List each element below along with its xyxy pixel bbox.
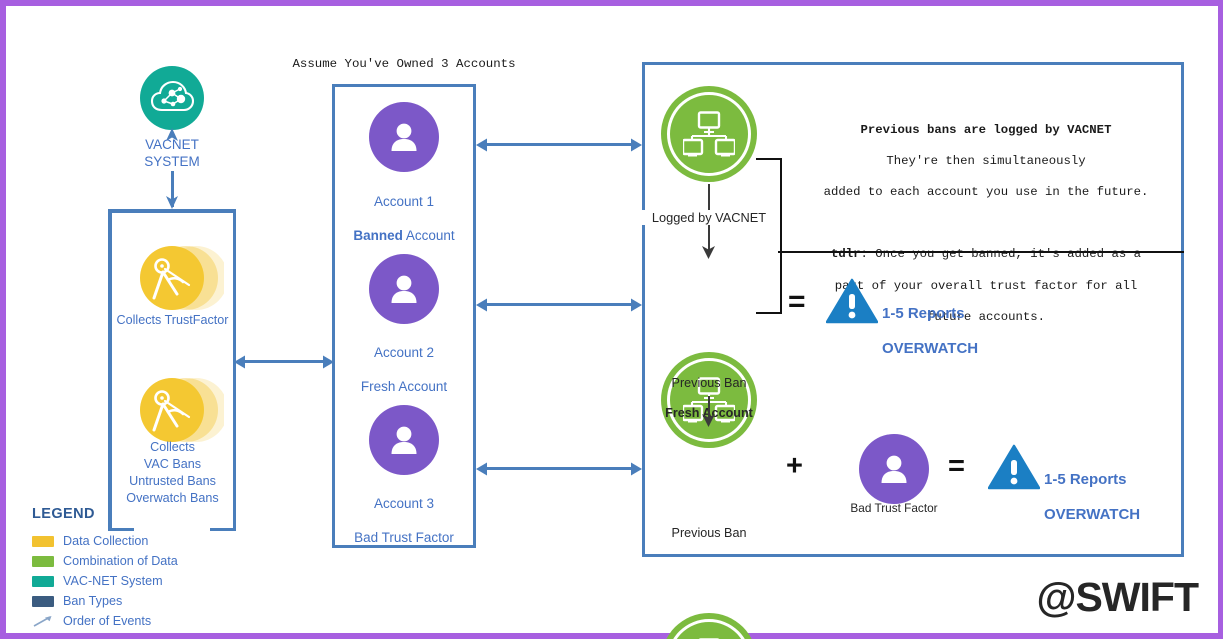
arrow-swatch — [32, 616, 54, 627]
user-avatar-icon — [391, 426, 417, 454]
note-tldr-line1: : Once you get banned, it's added as a — [860, 247, 1141, 262]
arrow-account-1-node — [476, 297, 642, 313]
accounts-panel — [332, 84, 476, 548]
data-collection-icon — [140, 378, 228, 442]
vacnet-node — [140, 66, 204, 130]
flow-arrowhead-0 — [702, 246, 715, 259]
color-swatch — [32, 595, 54, 607]
color-swatch — [32, 555, 54, 567]
user-avatar-icon — [391, 275, 417, 303]
account-2-avatar — [369, 405, 439, 475]
legend-item-0: Data Collection — [32, 531, 178, 551]
vacnet-down-arrowhead — [166, 196, 178, 209]
account-0-label: Account 1 Banned Account — [324, 176, 484, 244]
watermark: @SWIFT — [1036, 574, 1199, 620]
collection-panel — [108, 209, 236, 531]
outcome-1 — [987, 444, 1041, 495]
node-2 — [661, 613, 757, 639]
note-tldr-line2: part of your overall trust factor for al… — [834, 278, 1138, 293]
note-tldr-bold: tdlr — [831, 247, 861, 262]
note-bold-line: Previous bans are logged by VACNET — [860, 122, 1112, 137]
node-0 — [661, 86, 757, 182]
collection-item-1 — [132, 368, 228, 457]
outcome-0-line2: OVERWATCH — [882, 340, 979, 358]
servers-network-icon — [683, 111, 735, 157]
node-2-caption: Previous Ban — [671, 526, 747, 540]
outcome-1-line2: OVERWATCH — [1044, 506, 1141, 524]
node-1-caption: Previous Ban Fresh Account — [636, 361, 782, 421]
account-1-label: Account 2 Fresh Account — [324, 327, 484, 395]
legend-item-4: Order of Events — [32, 611, 178, 631]
cloud-network-icon — [140, 66, 204, 130]
account-0-avatar — [369, 102, 439, 172]
legend-title: LEGEND — [32, 506, 95, 522]
user-avatar-icon — [391, 123, 417, 151]
account-1-line2-rest: Fresh Account — [360, 379, 448, 394]
account-1-line1: Account 2 — [373, 345, 435, 360]
user-avatar-icon — [881, 455, 907, 483]
note-tldr-line3: future accounts. — [926, 309, 1046, 324]
outcome-0-line1: 1-5 Reports — [882, 304, 965, 322]
vacnet-down-line — [171, 171, 174, 207]
legend-item-1-label: Combination of Data — [63, 554, 178, 568]
account-2-line2-rest: Bad Trust Factor — [354, 530, 454, 545]
arrow-account-0-node — [476, 137, 642, 153]
note-line3: added to each account you use in the fut… — [823, 184, 1149, 199]
color-swatch — [32, 575, 54, 587]
outcome-0 — [825, 278, 879, 329]
flow-label: Logged by VACNET — [636, 210, 782, 225]
account-2-label: Account 3 Bad Trust Factor — [324, 478, 484, 546]
account-0-line2-rest: Account — [402, 228, 455, 243]
legend-item-3-label: Ban Types — [63, 594, 123, 608]
vacnet-up-arrowhead — [166, 128, 178, 141]
warning-triangle-icon — [825, 278, 879, 324]
data-collection-icon — [140, 246, 228, 310]
outcome-1-line1: 1-5 Reports — [1044, 470, 1127, 488]
account-1-avatar — [369, 254, 439, 324]
outcome-1-label: 1-5 Reports OVERWATCH — [1044, 453, 1140, 524]
account-0-line2-bold: Banned — [353, 228, 403, 243]
legend-item-4-label: Order of Events — [63, 614, 152, 628]
legend: LEGEND Data Collection Combination of Da… — [32, 506, 178, 631]
accounts-panel-heading: Assume You've Owned 3 Accounts — [292, 57, 516, 71]
node-1-caption-line2: Fresh Account — [665, 406, 753, 420]
collection-item-1-label: Collects VAC Bans Untrusted Bans Overwat… — [126, 440, 219, 505]
warning-triangle-icon — [987, 444, 1041, 490]
right-panel — [642, 62, 1184, 557]
operator-plus: + — [786, 450, 803, 482]
outcome-0-label: 1-5 Reports OVERWATCH — [882, 287, 978, 358]
arrow-collection-accounts — [234, 354, 334, 370]
account-0-line1: Account 1 — [373, 194, 435, 209]
diagram-canvas: VACNET SYSTEM Collect — [6, 6, 1218, 639]
legend-item-0-label: Data Collection — [63, 534, 149, 548]
legend-item-2: VAC-NET System — [32, 571, 178, 591]
flow-line-1 — [708, 396, 710, 424]
collection-item-0-label: Collects TrustFactor — [116, 313, 229, 327]
panel-divider — [778, 251, 1184, 253]
legend-item-1: Combination of Data — [32, 551, 178, 571]
operator-equals-0: = — [788, 285, 806, 318]
operator-equals-1: = — [948, 450, 965, 482]
legend-item-2-label: VAC-NET System — [63, 574, 163, 588]
color-swatch — [32, 535, 54, 547]
vacnet-label: VACNET SYSTEM — [144, 137, 200, 169]
bad-trust-avatar — [859, 434, 929, 504]
bad-trust-label: Bad Trust Factor — [850, 501, 938, 515]
account-2-line1: Account 3 — [373, 496, 435, 511]
node-1-caption-line1: Previous Ban — [671, 376, 747, 390]
flow-arrowhead-1 — [702, 414, 715, 427]
legend-item-3: Ban Types — [32, 591, 178, 611]
arrow-account-2-node — [476, 461, 642, 477]
collection-item-0 — [132, 236, 228, 325]
note-line2: They're then simultaneously — [886, 153, 1086, 168]
equals-bracket — [756, 158, 782, 314]
